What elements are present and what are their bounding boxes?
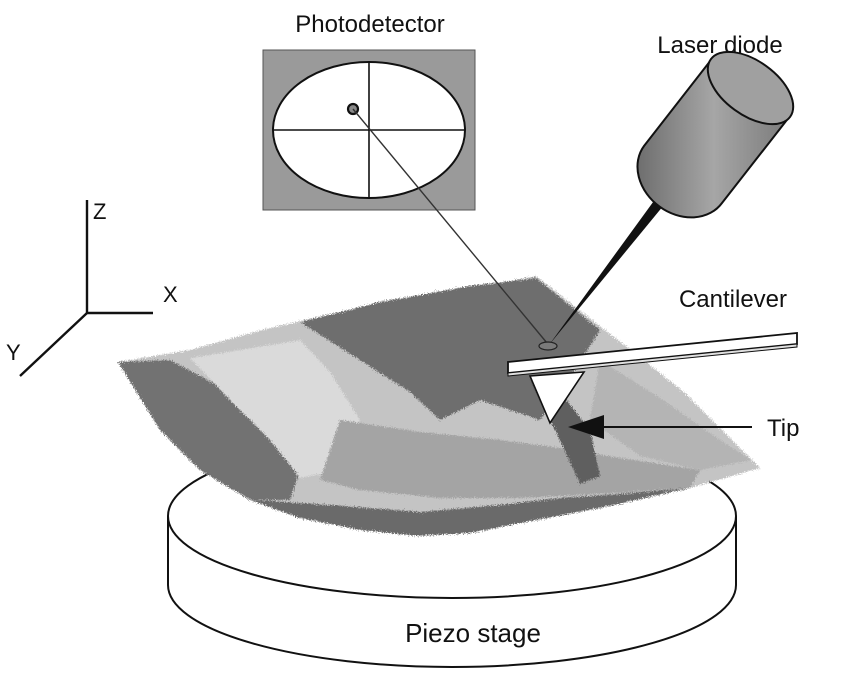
cantilever <box>507 332 798 425</box>
cantilever-label: Cantilever <box>679 286 787 313</box>
photodetector <box>262 49 476 211</box>
axis-y-label: Y <box>6 340 21 365</box>
laser-diode-cap <box>706 50 795 126</box>
axis-z-label: Z <box>93 199 106 224</box>
sample-valley-left <box>118 360 300 500</box>
reflected-beam <box>352 108 548 344</box>
sample-ridge-back <box>300 278 600 420</box>
tip-pointer-arrowhead <box>568 415 604 439</box>
tip-label: Tip <box>767 415 799 442</box>
axis-x-label: X <box>163 282 178 307</box>
axes <box>19 200 153 377</box>
photodetector-label: Photodetector <box>295 11 444 38</box>
sample-plateau <box>190 340 360 478</box>
cantilever-tip <box>528 371 586 425</box>
sample-light-right <box>590 360 752 470</box>
sample-mid-region <box>320 420 700 498</box>
laser-spot <box>538 341 558 351</box>
laser-diode <box>636 50 795 219</box>
y-axis-line <box>19 312 88 377</box>
laser-diode-label: Laser diode <box>657 32 782 59</box>
sample-surface <box>118 276 760 536</box>
cantilever-side <box>507 343 798 377</box>
sample-band-front <box>250 488 690 536</box>
laser-beam <box>549 176 682 345</box>
piezo-stage-label: Piezo stage <box>405 618 541 648</box>
